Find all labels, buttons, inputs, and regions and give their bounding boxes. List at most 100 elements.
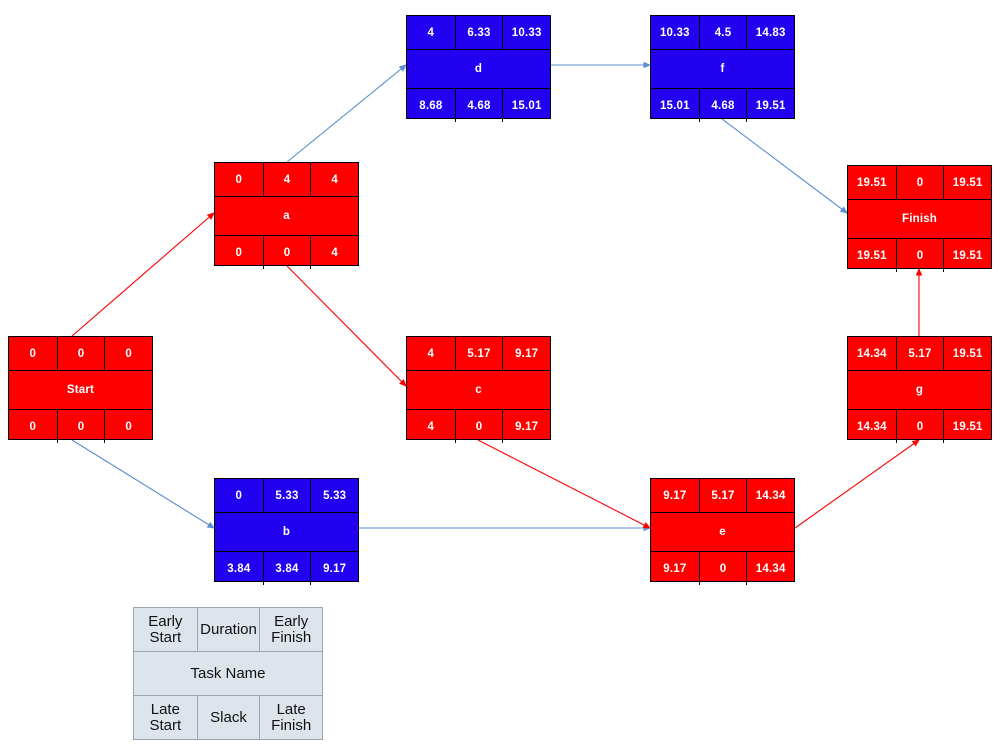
node-g-early-finish: 19.51 bbox=[943, 337, 991, 370]
node-e-late-start: 9.17 bbox=[663, 562, 687, 575]
node-finish-early-start: 19.51 bbox=[856, 176, 887, 189]
node-g-late-finish: 19.51 bbox=[943, 410, 991, 443]
node-f-slack: 4.68 bbox=[698, 89, 747, 122]
node-row-name: Finish bbox=[848, 199, 991, 239]
node-f-task-name: f bbox=[720, 63, 725, 75]
node-d-early-start: 4 bbox=[427, 26, 435, 39]
node-row-name: e bbox=[651, 512, 794, 552]
node-e-duration: 5.17 bbox=[698, 479, 747, 512]
node-a-late-start: 0 bbox=[235, 246, 243, 259]
node-e-late-finish: 14.34 bbox=[746, 552, 794, 585]
node-g-late-start: 14.34 bbox=[856, 420, 887, 433]
node-start-early-finish: 0 bbox=[104, 337, 152, 370]
node-finish-late-finish: 19.51 bbox=[943, 239, 991, 272]
legend-late-finish: Late Finish bbox=[259, 696, 322, 739]
node-b-duration: 5.33 bbox=[262, 479, 311, 512]
node-d-slack: 4.68 bbox=[454, 89, 503, 122]
edge-start-b bbox=[71, 439, 215, 529]
legend-row-top: Early Start Duration Early Finish bbox=[134, 608, 322, 651]
node-g-task-name: g bbox=[915, 384, 924, 396]
node-finish-slack: 0 bbox=[895, 239, 944, 272]
node-start-task-name: Start bbox=[66, 384, 95, 396]
node-a-slack: 0 bbox=[262, 236, 311, 269]
node-a-early-finish: 4 bbox=[310, 163, 358, 196]
node-row-name: d bbox=[407, 49, 550, 89]
node-row-name: a bbox=[215, 196, 358, 236]
node-row-name: f bbox=[651, 49, 794, 89]
node-b-early-finish: 5.33 bbox=[310, 479, 358, 512]
node-row-name: Start bbox=[9, 370, 152, 410]
node-c-slack: 0 bbox=[454, 410, 503, 443]
edge-a-c bbox=[286, 265, 407, 387]
legend-task-name: Task Name bbox=[190, 664, 266, 682]
node-g-slack: 0 bbox=[895, 410, 944, 443]
edge-a-d bbox=[286, 64, 407, 163]
node-c-task-name: c bbox=[475, 384, 482, 396]
node-a-task-name: a bbox=[283, 210, 290, 222]
legend-key: Early Start Duration Early Finish Task N… bbox=[133, 607, 323, 740]
node-d-early-finish: 10.33 bbox=[502, 16, 550, 49]
node-f-early-start: 10.33 bbox=[659, 26, 690, 39]
edge-start-a bbox=[71, 212, 215, 337]
node-d-task-name: d bbox=[474, 63, 483, 75]
node-f-duration: 4.5 bbox=[698, 16, 747, 49]
node-e-task-name: e bbox=[719, 526, 726, 538]
node-start-slack: 0 bbox=[56, 410, 105, 443]
node-finish-early-finish: 19.51 bbox=[943, 166, 991, 199]
node-start-early-start: 0 bbox=[29, 347, 37, 360]
node-start-late-finish: 0 bbox=[104, 410, 152, 443]
node-finish-task-name: Finish bbox=[901, 213, 938, 225]
node-f-late-start: 15.01 bbox=[659, 99, 690, 112]
node-a-duration: 4 bbox=[262, 163, 311, 196]
edge-e-g bbox=[794, 439, 920, 529]
node-finish-late-start: 19.51 bbox=[856, 249, 887, 262]
node-row-name: c bbox=[407, 370, 550, 410]
legend-duration: Duration bbox=[196, 608, 260, 651]
node-e-early-finish: 14.34 bbox=[746, 479, 794, 512]
node-row-name: b bbox=[215, 512, 358, 552]
node-start-duration: 0 bbox=[56, 337, 105, 370]
node-d-late-start: 8.68 bbox=[419, 99, 443, 112]
node-row-name: g bbox=[848, 370, 991, 410]
legend-slack: Slack bbox=[196, 696, 260, 739]
node-b-late-start: 3.84 bbox=[227, 562, 251, 575]
node-b-task-name: b bbox=[282, 526, 291, 538]
legend-row-middle: Task Name bbox=[134, 651, 322, 696]
node-f-late-finish: 19.51 bbox=[746, 89, 794, 122]
node-d-duration: 6.33 bbox=[454, 16, 503, 49]
node-a-early-start: 0 bbox=[235, 173, 243, 186]
node-b-early-start: 0 bbox=[235, 489, 243, 502]
node-g-early-start: 14.34 bbox=[856, 347, 887, 360]
node-c-early-finish: 9.17 bbox=[502, 337, 550, 370]
node-start-late-start: 0 bbox=[29, 420, 37, 433]
node-c-duration: 5.17 bbox=[454, 337, 503, 370]
node-d-late-finish: 15.01 bbox=[502, 89, 550, 122]
legend-early-finish: Early Finish bbox=[259, 608, 322, 651]
node-c-late-start: 4 bbox=[427, 420, 435, 433]
edge-f-finish bbox=[721, 118, 848, 214]
